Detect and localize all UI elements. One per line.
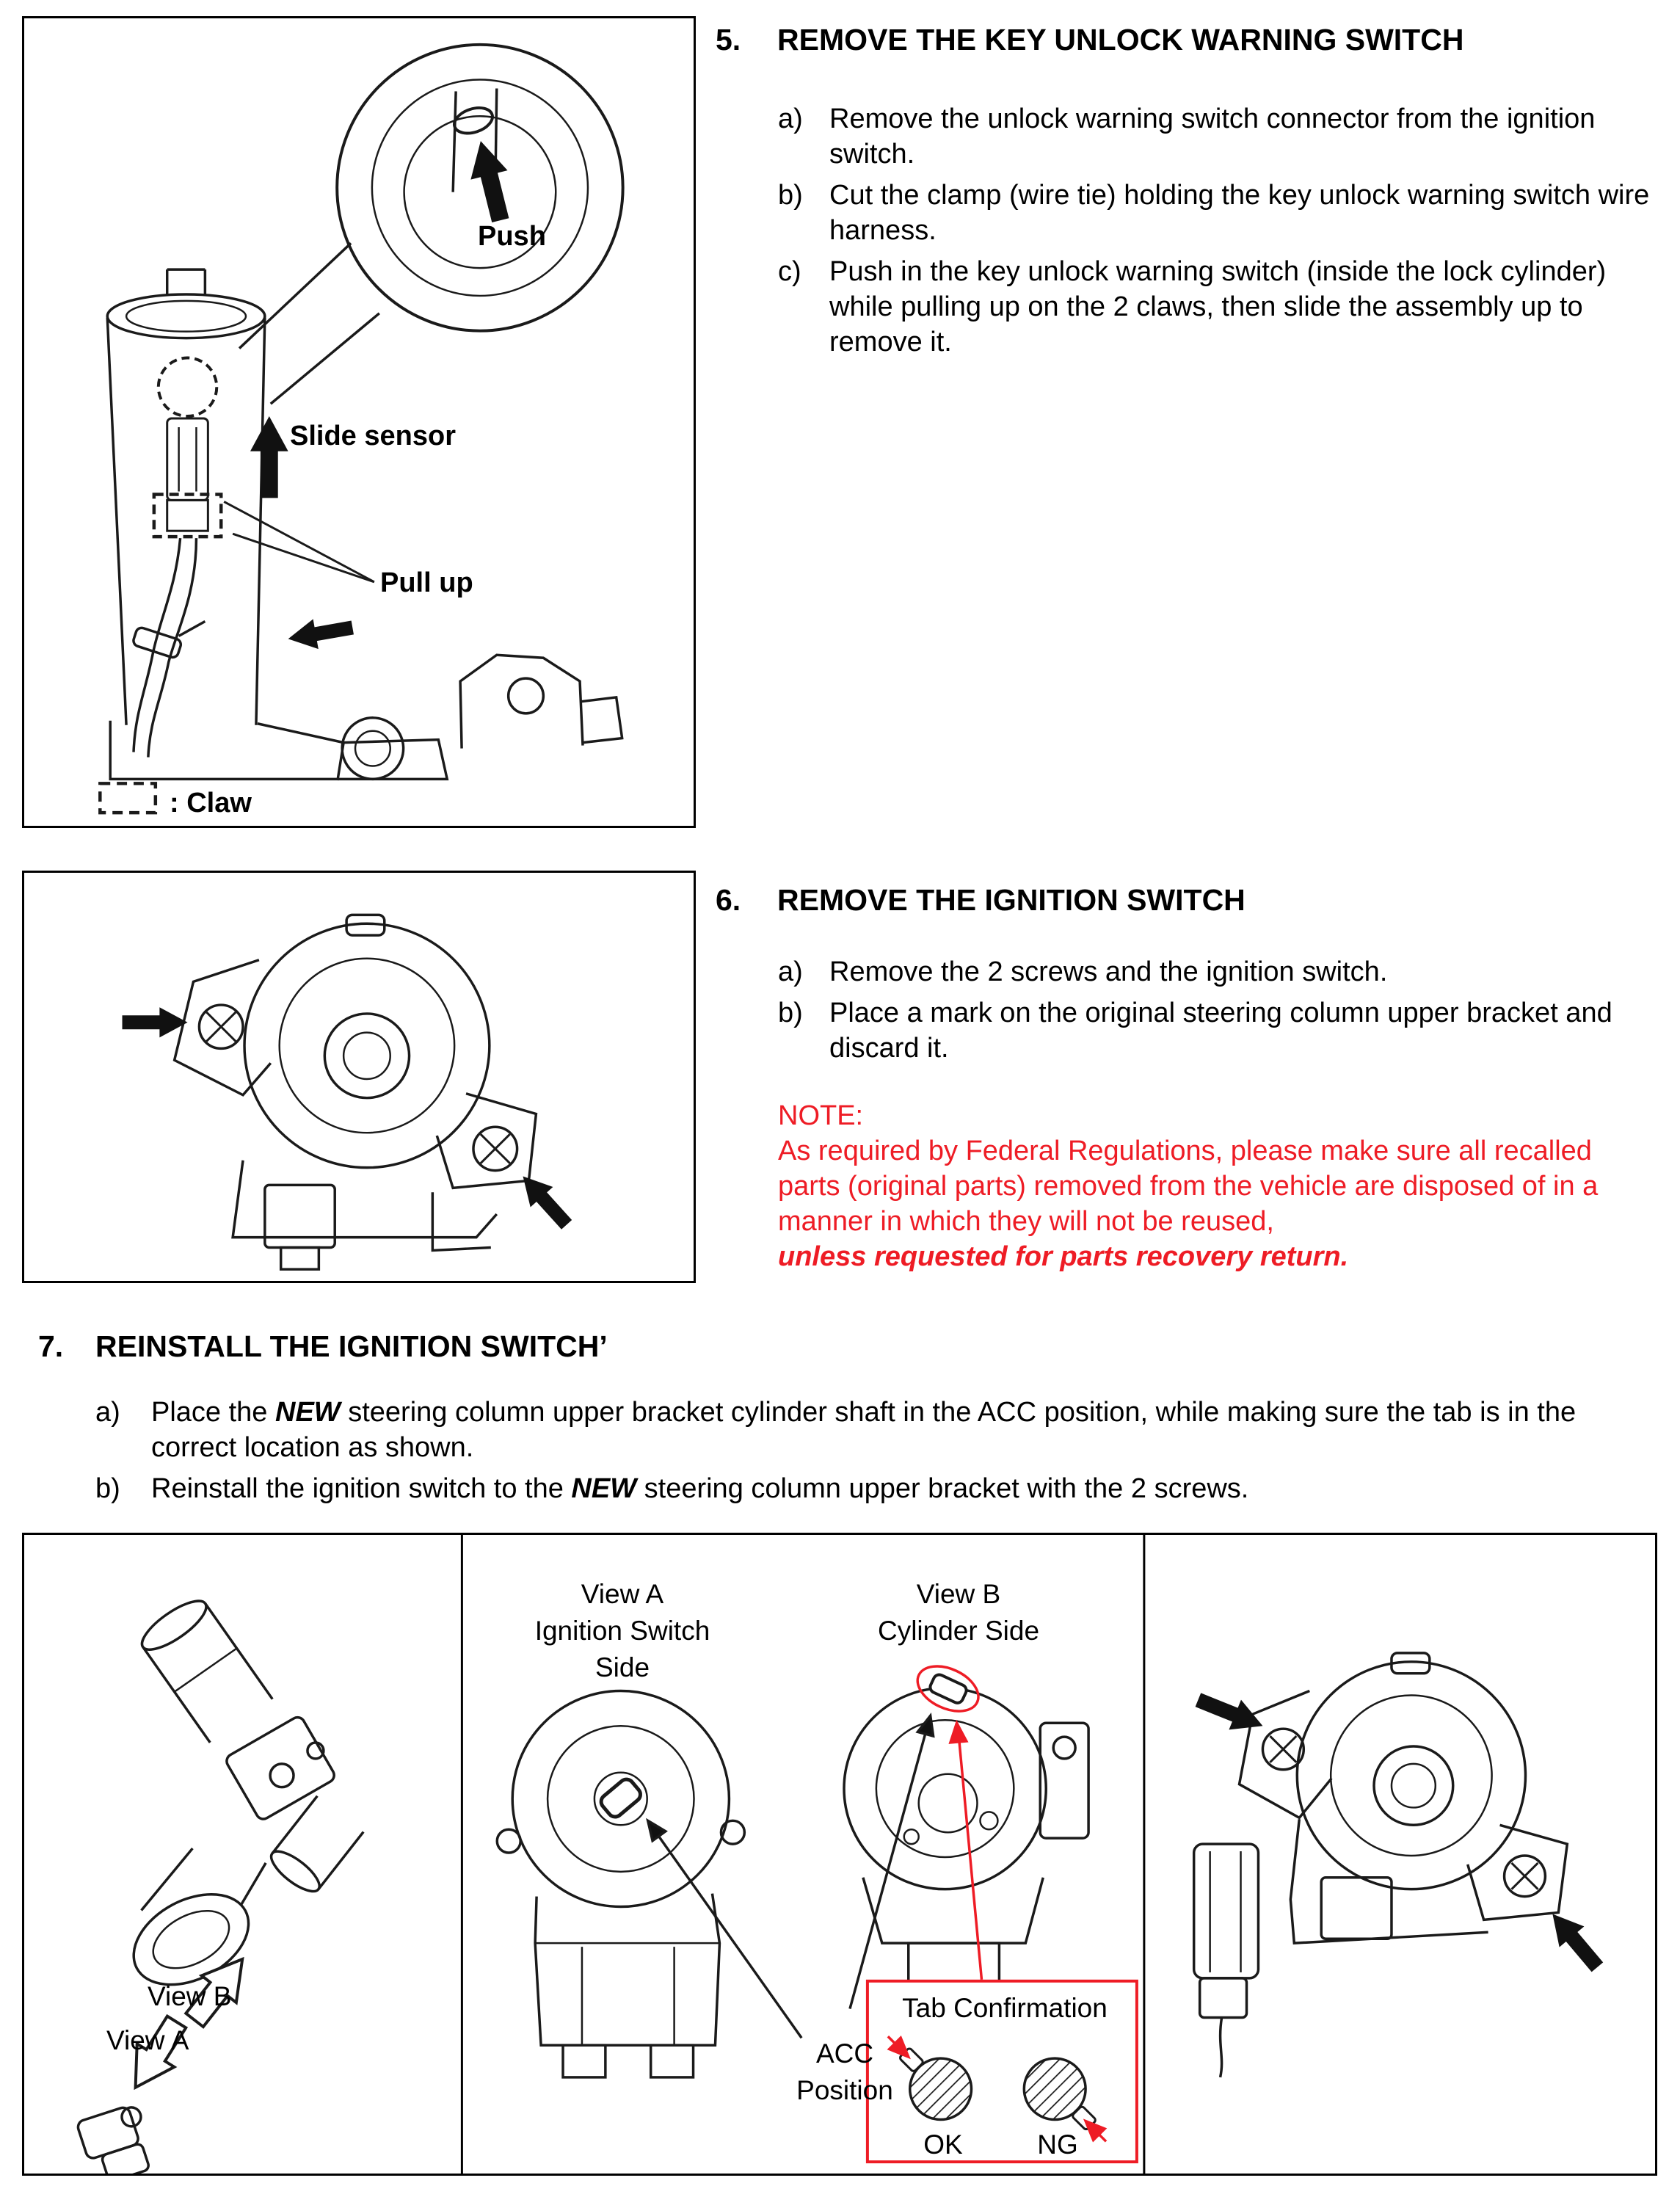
step-title: REMOVE THE KEY UNLOCK WARNING SWITCH [777, 23, 1464, 57]
item-text: Reinstall the ignition switch to the NEW… [151, 1471, 1653, 1506]
acc-line-1: ACC [815, 2038, 874, 2069]
ok-knob-icon [887, 2036, 973, 2121]
pull-up-leader-lines [223, 501, 375, 584]
item-label: a) [95, 1397, 120, 1428]
view-b-subtitle: Cylinder Side [877, 1616, 1040, 1646]
step-title: REINSTALL THE IGNITION SWITCH’ [95, 1329, 608, 1363]
item-label: c) [778, 256, 801, 287]
panel2-switch-face-lines [495, 1689, 746, 2079]
step-item: b) Reinstall the ignition switch to the … [95, 1471, 1653, 1506]
step-number: 5. [716, 23, 741, 57]
step-5: 5. REMOVE THE KEY UNLOCK WARNING SWITCH … [716, 21, 1655, 360]
item-label: b) [95, 1473, 120, 1504]
step-item: a) Remove the 2 screws and the ignition … [778, 954, 1655, 989]
step-number: 7. [38, 1329, 64, 1363]
panel1-view-b-label: View B [148, 1981, 232, 2011]
step-5-items: a) Remove the unlock warning switch conn… [778, 101, 1655, 360]
item-text-post: steering column upper bracket with the 2… [636, 1473, 1249, 1504]
ignition-switch-lines [172, 913, 538, 1271]
figure-lock-cylinder: Push Slide sensor Pull up : Claw [22, 16, 696, 828]
acc-line-2: Position [796, 2075, 893, 2105]
view-a-title: View A [581, 1579, 664, 1609]
item-text: Remove the 2 screws and the ignition swi… [829, 956, 1388, 987]
panel-dividers [460, 1535, 1146, 2174]
panel2-cylinder-side-lines [843, 1673, 1090, 1983]
ng-label: NG [1037, 2129, 1078, 2160]
step-7: 7. REINSTALL THE IGNITION SWITCH’ a) Pla… [38, 1327, 1653, 1506]
item-text-emphasis: NEW [571, 1473, 637, 1504]
tab-black-arrow [848, 1712, 940, 2010]
view-b-title-block: View B Cylinder Side [837, 1576, 1080, 1649]
item-text: Cut the clamp (wire tie) holding the key… [829, 180, 1650, 246]
item-label: b) [778, 180, 803, 211]
step-item: c) Push in the key unlock warning switch… [778, 254, 1655, 360]
lock-cylinder-drawing [98, 43, 625, 815]
step-6-items: a) Remove the 2 screws and the ignition … [778, 954, 1655, 1066]
item-label: a) [778, 104, 803, 134]
left-screw-arrow-icon [122, 1007, 188, 1038]
view-a-subtitle-1: Ignition Switch [534, 1616, 710, 1646]
slide-sensor-arrow-icon [250, 416, 288, 498]
item-text: Push in the key unlock warning switch (i… [829, 256, 1607, 357]
acc-position-label: ACC Position [764, 2036, 926, 2109]
slide-sensor-label: Slide sensor [290, 421, 456, 451]
panel1-view-a-label: View A [106, 2025, 189, 2055]
acc-position-arrow [640, 1815, 803, 2039]
claw-legend-label: : Claw [170, 788, 252, 818]
step-6: 6. REMOVE THE IGNITION SWITCH a) Remove … [716, 881, 1655, 1274]
item-text: Place the NEW steering column upper brac… [151, 1395, 1653, 1465]
tab-red-arrow [947, 1721, 983, 1980]
step-number: 6. [716, 883, 741, 917]
step-6-heading: 6. REMOVE THE IGNITION SWITCH [716, 881, 1655, 919]
note-title: NOTE: [778, 1100, 864, 1131]
right-screw-arrow-icon [512, 1166, 578, 1235]
ng-knob-icon [1022, 2057, 1108, 2143]
pull-up-label: Pull up [380, 567, 473, 598]
step-7-items: a) Place the NEW steering column upper b… [95, 1395, 1653, 1506]
tab-highlight-ellipse [916, 1665, 980, 1713]
step-title: REMOVE THE IGNITION SWITCH [777, 883, 1246, 917]
figure-reinstall-views: View B View A View A Ignition Switch Sid… [22, 1533, 1657, 2176]
push-arrow-icon [462, 136, 519, 225]
item-text: Remove the unlock warning switch connect… [829, 104, 1596, 170]
step-item: a) Place the NEW steering column upper b… [95, 1395, 1653, 1465]
panel3-bottom-screw-arrow-icon [1540, 1903, 1610, 1978]
item-text-pre: Reinstall the ignition switch to the [151, 1473, 572, 1504]
ignition-switch-drawing [122, 913, 578, 1271]
push-label: Push [478, 221, 546, 252]
item-text-post: steering column upper bracket cylinder s… [151, 1397, 1577, 1463]
item-label: a) [778, 956, 803, 987]
ok-label: OK [923, 2129, 963, 2160]
step-item: b) Cut the clamp (wire tie) holding the … [778, 178, 1655, 248]
tab-confirmation-label: Tab Confirmation [902, 1993, 1108, 2023]
reinstall-views-drawing [76, 1535, 1610, 2174]
panel1-assembly-lines [76, 1599, 365, 2174]
step-5-heading: 5. REMOVE THE KEY UNLOCK WARNING SWITCH [716, 21, 1655, 59]
step-item: a) Remove the unlock warning switch conn… [778, 101, 1655, 172]
step-item: b) Place a mark on the original steering… [778, 995, 1655, 1066]
step-7-heading: 7. REINSTALL THE IGNITION SWITCH’ [38, 1327, 1653, 1365]
item-text-pre: Place the [151, 1397, 275, 1428]
panel3-switch-lines [1192, 1652, 1569, 2078]
item-text: Place a mark on the original steering co… [829, 998, 1612, 1064]
figure-ignition-switch [22, 871, 696, 1283]
view-b-title: View B [916, 1579, 1001, 1609]
view-a-title-block: View A Ignition Switch Side [494, 1576, 751, 1686]
item-label: b) [778, 998, 803, 1028]
item-text-emphasis: NEW [275, 1397, 341, 1428]
regulation-note: NOTE: As required by Federal Regulations… [778, 1098, 1655, 1274]
note-emphasis: unless requested for parts recovery retu… [778, 1241, 1349, 1272]
view-a-subtitle-2: Side [594, 1652, 650, 1682]
clamp-arrow-icon [286, 612, 355, 654]
note-body: As required by Federal Regulations, plea… [778, 1136, 1599, 1237]
